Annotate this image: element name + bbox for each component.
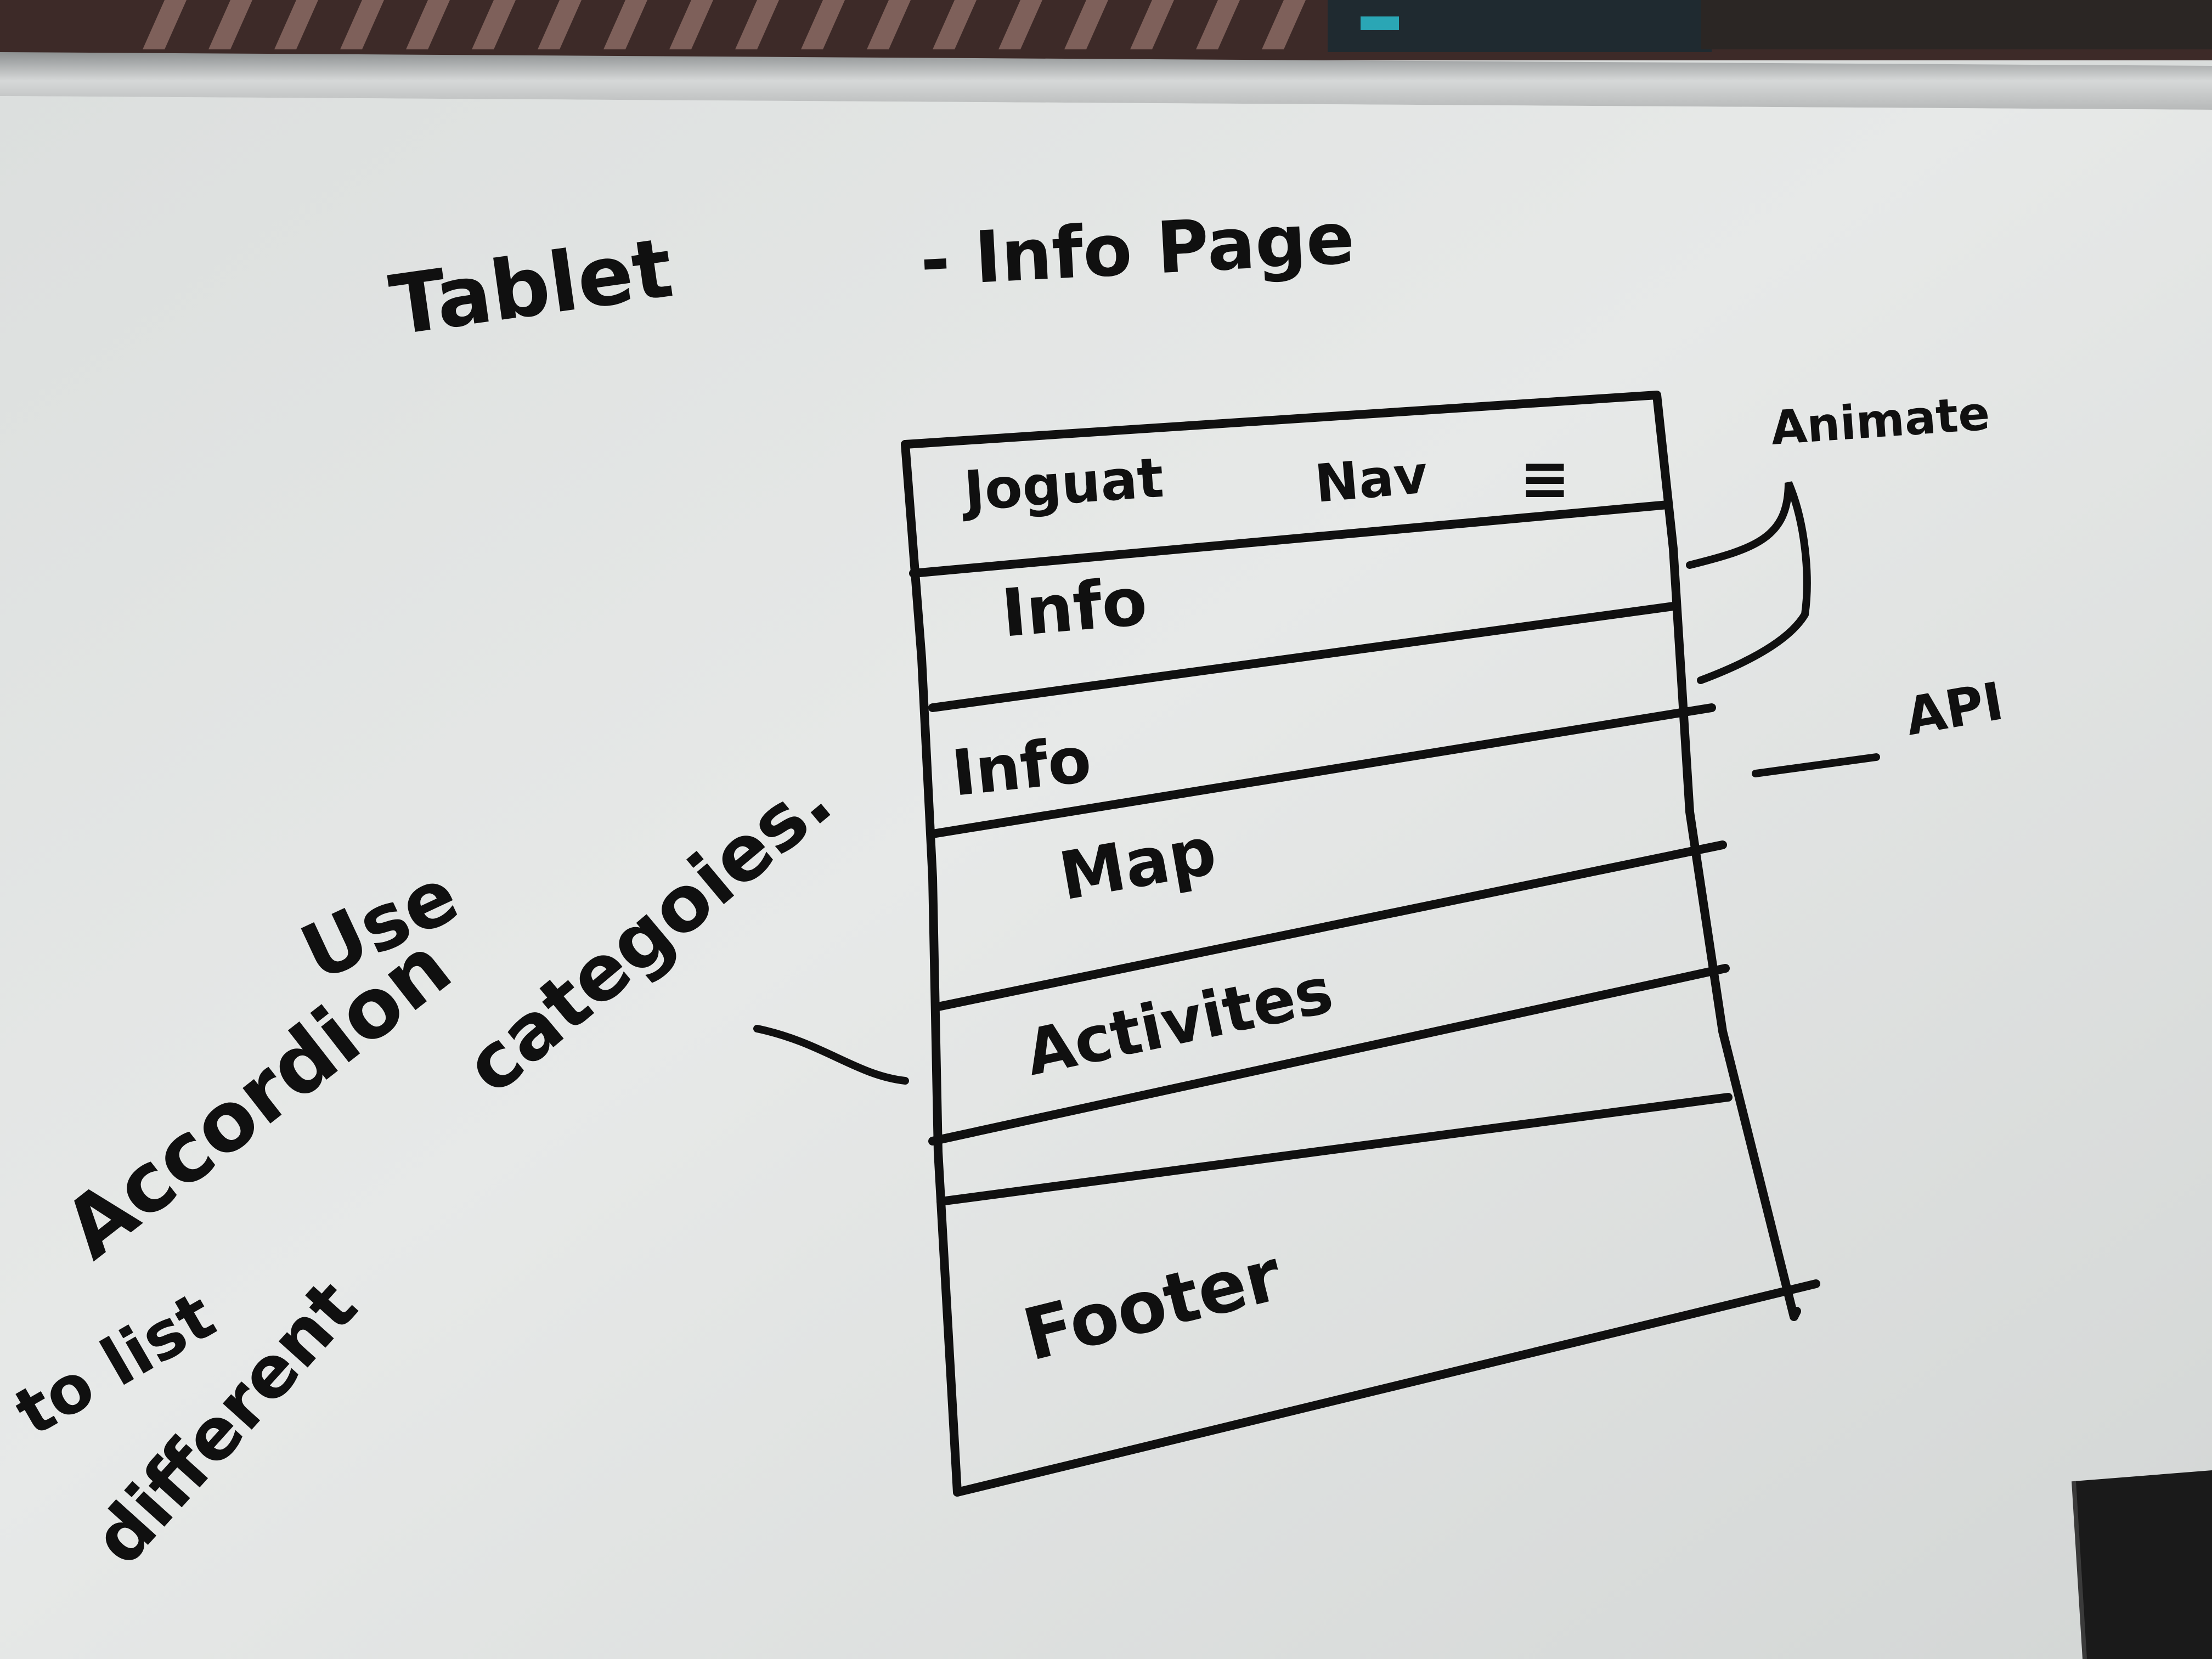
- annotation-connectors: [753, 481, 1880, 1085]
- section-info-1-label: Info: [998, 563, 1150, 652]
- divider-5: [928, 964, 1730, 1146]
- accordion-connector: [753, 1025, 909, 1085]
- section-info-2-label: Info: [949, 723, 1094, 811]
- divider-1: [909, 500, 1672, 578]
- whiteboard-frame: [0, 52, 2212, 110]
- fabric-background: [0, 0, 2212, 60]
- divider-3: [928, 703, 1716, 838]
- header-logo-label: Joguat: [959, 445, 1166, 524]
- divider-6: [936, 1093, 1733, 1206]
- api-connector: [1752, 753, 1880, 777]
- divider-2: [928, 602, 1678, 712]
- wireframe-diagram: [901, 391, 1820, 1497]
- eraser: [2072, 1470, 2212, 1659]
- wireframe-outline: [901, 391, 1801, 1321]
- whiteboard-surface: [0, 96, 2212, 1659]
- wireframe-left-edge: [901, 440, 962, 1497]
- header-nav-label: Nav: [1312, 444, 1430, 514]
- divider-4: [934, 840, 1727, 1011]
- wireframe-bottom-edge: [953, 1279, 1820, 1497]
- animate-bracket: [1686, 481, 1811, 684]
- hamburger-menu-icon: ≡: [1520, 443, 1570, 514]
